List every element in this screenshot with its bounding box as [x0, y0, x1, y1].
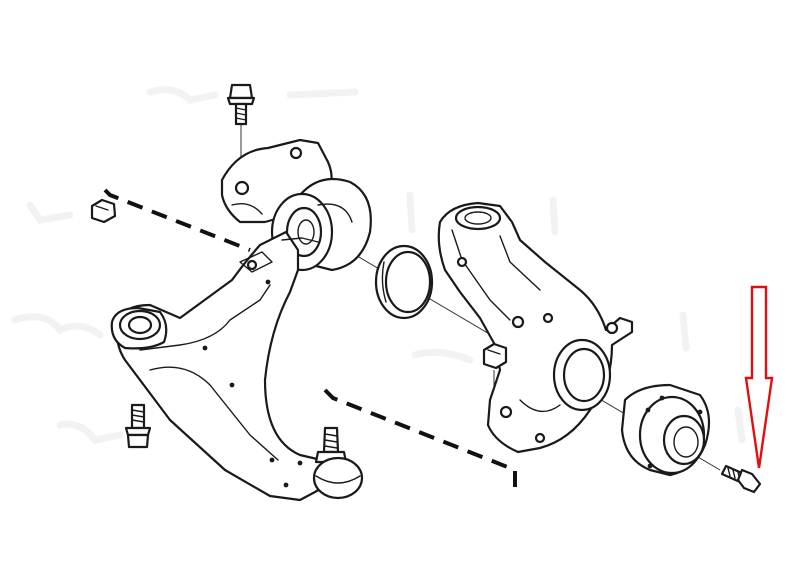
erased-label-marks: [11, 86, 746, 444]
wheel-hub: [620, 383, 711, 477]
control-arm-bolt-top: [226, 83, 256, 126]
highlight-arrow-icon: [744, 285, 774, 469]
control-arm-front-bushing: [110, 306, 168, 350]
ball-joint: [312, 426, 364, 500]
control-arm-bolt-bottom: [124, 403, 152, 449]
control-arm-nut-left: [90, 198, 117, 224]
dust-seal-ring: [374, 244, 434, 320]
steering-knuckle: [437, 201, 634, 454]
hub-bolt: [720, 464, 762, 494]
lower-control-arm: [115, 230, 337, 502]
assembly-dashed-lines: [103, 188, 517, 488]
knuckle-nut: [482, 342, 508, 370]
